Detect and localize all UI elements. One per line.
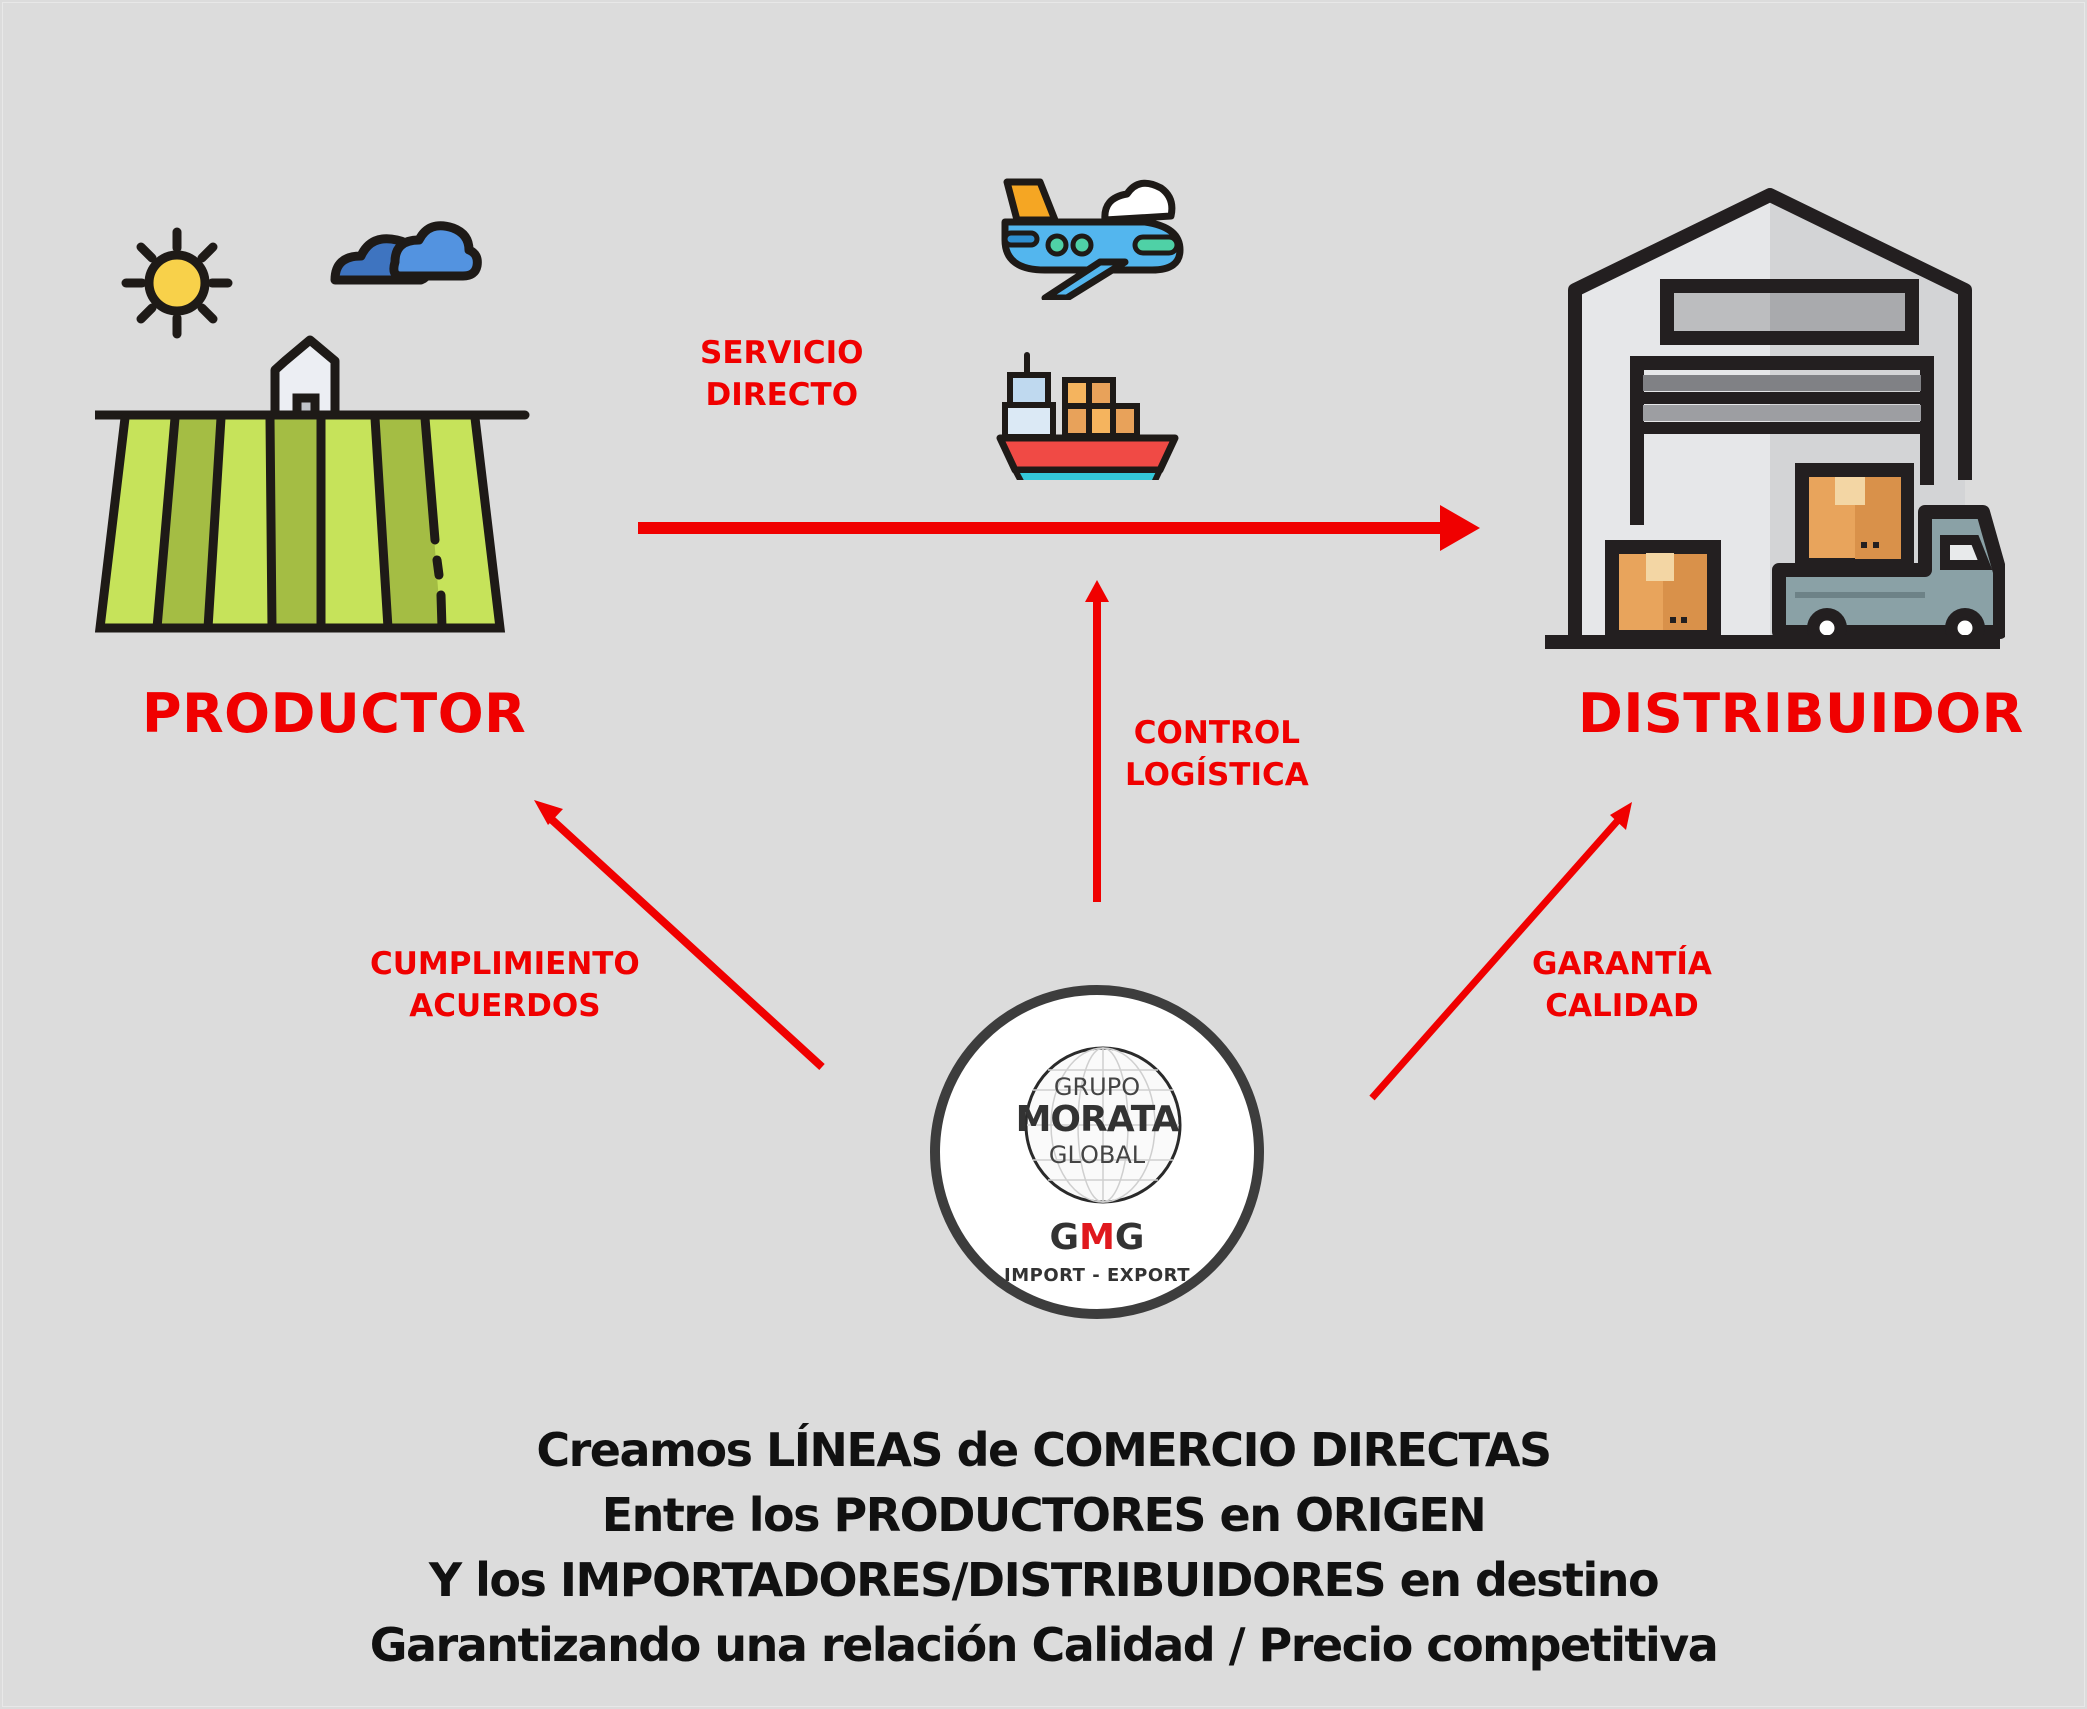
sun-icon <box>121 227 233 339</box>
cargo-ship-icon <box>996 352 1179 480</box>
distributor-label: DISTRIBUIDOR <box>1578 682 2024 745</box>
caption-line: Creamos LÍNEAS de COMERCIO DIRECTAS <box>536 1423 1552 1477</box>
clouds-icon <box>330 221 482 285</box>
logo-abbreviation: GMG <box>940 1217 1254 1258</box>
arrow-logistics-control <box>1085 580 1109 902</box>
edge-label-line: SERVICIO <box>700 335 864 371</box>
arrow-agreements <box>534 800 825 1070</box>
farm-field-icon <box>95 221 530 633</box>
field-icon <box>95 410 530 633</box>
edge-label-line: CUMPLIMIENTO <box>370 946 640 982</box>
producer-label: PRODUCTOR <box>142 682 527 745</box>
edge-label-line: GARANTÍA <box>1532 946 1712 982</box>
logo-line-1: GRUPO <box>1053 1073 1141 1101</box>
caption-line: Garantizando una relación Calidad / Prec… <box>369 1618 1719 1672</box>
edge-label-agreements: CUMPLIMIENTO ACUERDOS <box>370 943 640 1027</box>
abbr-letter-highlight: M <box>1079 1217 1115 1258</box>
caption: Creamos LÍNEAS de COMERCIO DIRECTAS Entr… <box>0 1418 2087 1678</box>
airplane-icon <box>1001 178 1184 300</box>
edge-label-line: LOGÍSTICA <box>1125 757 1309 793</box>
edge-label-line: DIRECTO <box>705 377 859 413</box>
edge-label-line: CONTROL <box>1133 715 1300 751</box>
globe-icon <box>1024 1046 1182 1204</box>
house-icon <box>270 335 340 423</box>
edge-label-line: CALIDAD <box>1545 988 1699 1024</box>
arrow-quality <box>1369 802 1632 1101</box>
abbr-letter: G <box>1049 1217 1080 1258</box>
edge-label-quality: GARANTÍA CALIDAD <box>1532 943 1712 1027</box>
edge-label-direct-service: SERVICIO DIRECTO <box>700 332 864 416</box>
logo-tagline: IMPORT - EXPORT <box>1004 1265 1190 1286</box>
edge-label-logistics-control: CONTROL LOGÍSTICA <box>1125 712 1309 796</box>
warehouse-truck-icon <box>1545 188 2005 649</box>
truck-icon <box>1772 463 2005 648</box>
arrow-direct-service <box>638 505 1480 551</box>
logo-line-2: MORATA <box>1015 1099 1180 1140</box>
abbr-letter: G <box>1114 1217 1145 1258</box>
grupo-morata-global-logo: GRUPO MORATA GLOBAL GMG IMPORT - EXPORT <box>930 985 1264 1319</box>
edge-label-line: ACUERDOS <box>409 988 601 1024</box>
caption-line: Entre los PRODUCTORES en ORIGEN <box>601 1488 1487 1542</box>
logo-line-3: GLOBAL <box>1048 1141 1146 1169</box>
caption-line: Y los IMPORTADORES/DISTRIBUIDORES en des… <box>428 1553 1660 1607</box>
box-icon <box>1605 540 1721 644</box>
